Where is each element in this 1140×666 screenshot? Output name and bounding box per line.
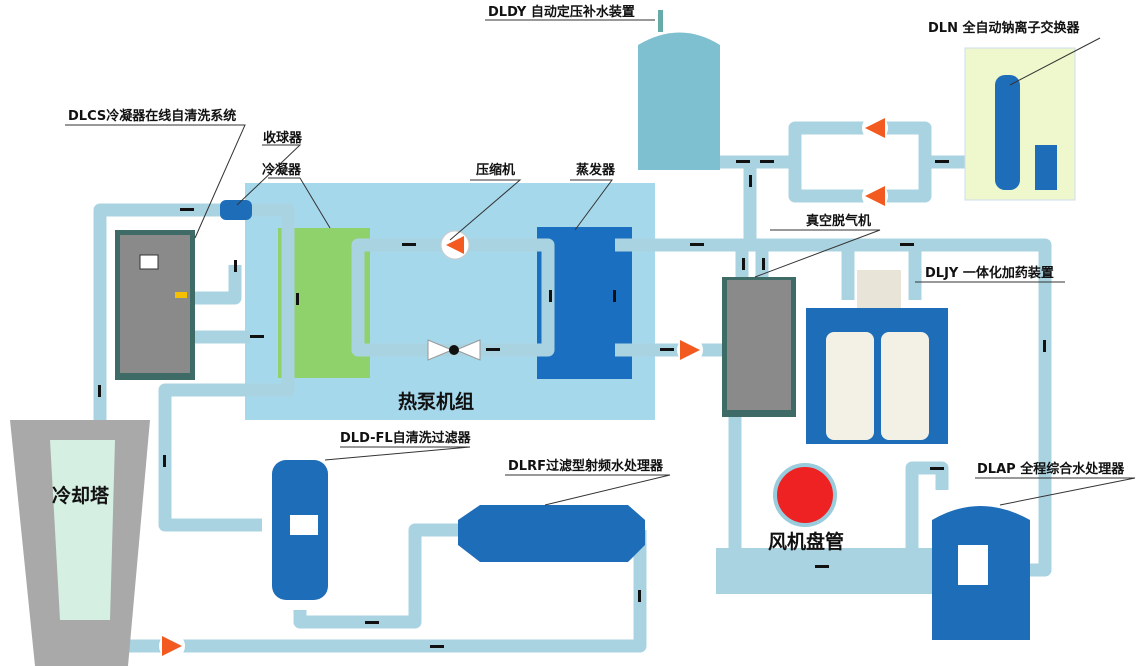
dldy-tank — [638, 32, 720, 170]
label-dljy: DLJY 一体化加药装置 — [925, 265, 1054, 281]
label-compressor: 压缩机 — [476, 162, 515, 178]
label-dld-fl: DLD-FL自清洗过滤器 — [340, 430, 472, 446]
label-cooling-tower: 冷却塔 — [52, 484, 110, 507]
label-evaporator: 蒸发器 — [576, 162, 616, 178]
label-dldy: DLDY 自动定压补水装置 — [488, 4, 635, 20]
label-dlcs: DLCS冷凝器在线自清洗系统 — [68, 108, 236, 124]
leader-lines — [65, 19, 1136, 506]
fan-coil-icon — [773, 463, 837, 527]
dlrf-processor — [458, 505, 645, 562]
label-fan-coil: 风机盘管 — [768, 530, 844, 553]
label-dln: DLN 全自动钠离子交换器 — [928, 20, 1080, 36]
label-collector: 收球器 — [263, 130, 303, 146]
label-condenser: 冷凝器 — [262, 162, 302, 178]
ball-collector — [220, 200, 252, 220]
label-dlrf: DLRF过滤型射频水处理器 — [508, 458, 664, 474]
expansion-valve-icon — [427, 339, 481, 361]
label-dlap: DLAP 全程综合水处理器 — [977, 461, 1125, 477]
label-degasser: 真空脱气机 — [806, 213, 871, 229]
pump-icons — [159, 115, 888, 659]
label-heat-pump: 热泵机组 — [398, 390, 474, 413]
